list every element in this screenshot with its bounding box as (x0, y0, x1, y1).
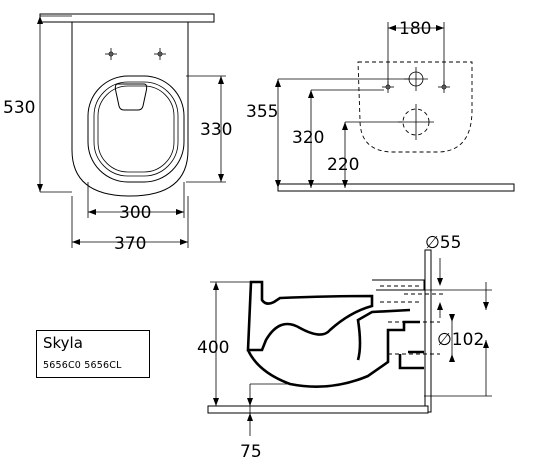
dim-mount-spacing: 180 (399, 19, 431, 39)
dim-outlet-height: 220 (327, 155, 359, 175)
dim-upper-height: 320 (292, 128, 324, 148)
side-view: 400 75 ∅55 ∅102 (197, 233, 492, 462)
side-inlet-dashed (380, 285, 444, 303)
product-codes: 5656C0 5656CL (43, 360, 122, 371)
mount-view: 180 355 320 220 (246, 19, 515, 192)
dim-inlet-diameter: ∅55 (425, 233, 461, 253)
front-mounting-holes (105, 48, 166, 60)
product-name: Skyla (43, 334, 83, 352)
dim-front-opening-height: 330 (200, 120, 232, 140)
dim-outlet-diameter: ∅102 (437, 330, 484, 350)
front-rim-opening (114, 83, 148, 111)
side-bowl-base (246, 320, 420, 388)
front-seat-inner (93, 81, 179, 177)
side-floor (207, 405, 429, 414)
mount-floor (277, 183, 515, 192)
side-outlet-dashed (388, 321, 440, 355)
dim-side-height: 400 (197, 338, 229, 358)
mount-outline-dashed (357, 61, 473, 153)
dim-front-total-width: 370 (114, 234, 146, 254)
front-wall-plate (39, 13, 215, 23)
side-rim (372, 279, 425, 291)
product-label: Skyla 5656C0 5656CL (36, 330, 150, 378)
dim-front-opening-width: 300 (119, 203, 151, 223)
front-view: 530 330 300 370 (3, 13, 232, 254)
side-trap (356, 308, 411, 361)
front-bowl-outline (71, 22, 189, 197)
front-seat-inner2 (97, 85, 175, 173)
dim-side-offset: 75 (240, 442, 262, 462)
side-outlet-spigot (398, 350, 424, 370)
dim-front-height: 530 (3, 98, 35, 118)
dim-mount-height: 355 (246, 102, 278, 122)
front-seat-outer (87, 75, 185, 183)
side-wall (424, 249, 432, 413)
side-bowl-outline (246, 280, 374, 352)
